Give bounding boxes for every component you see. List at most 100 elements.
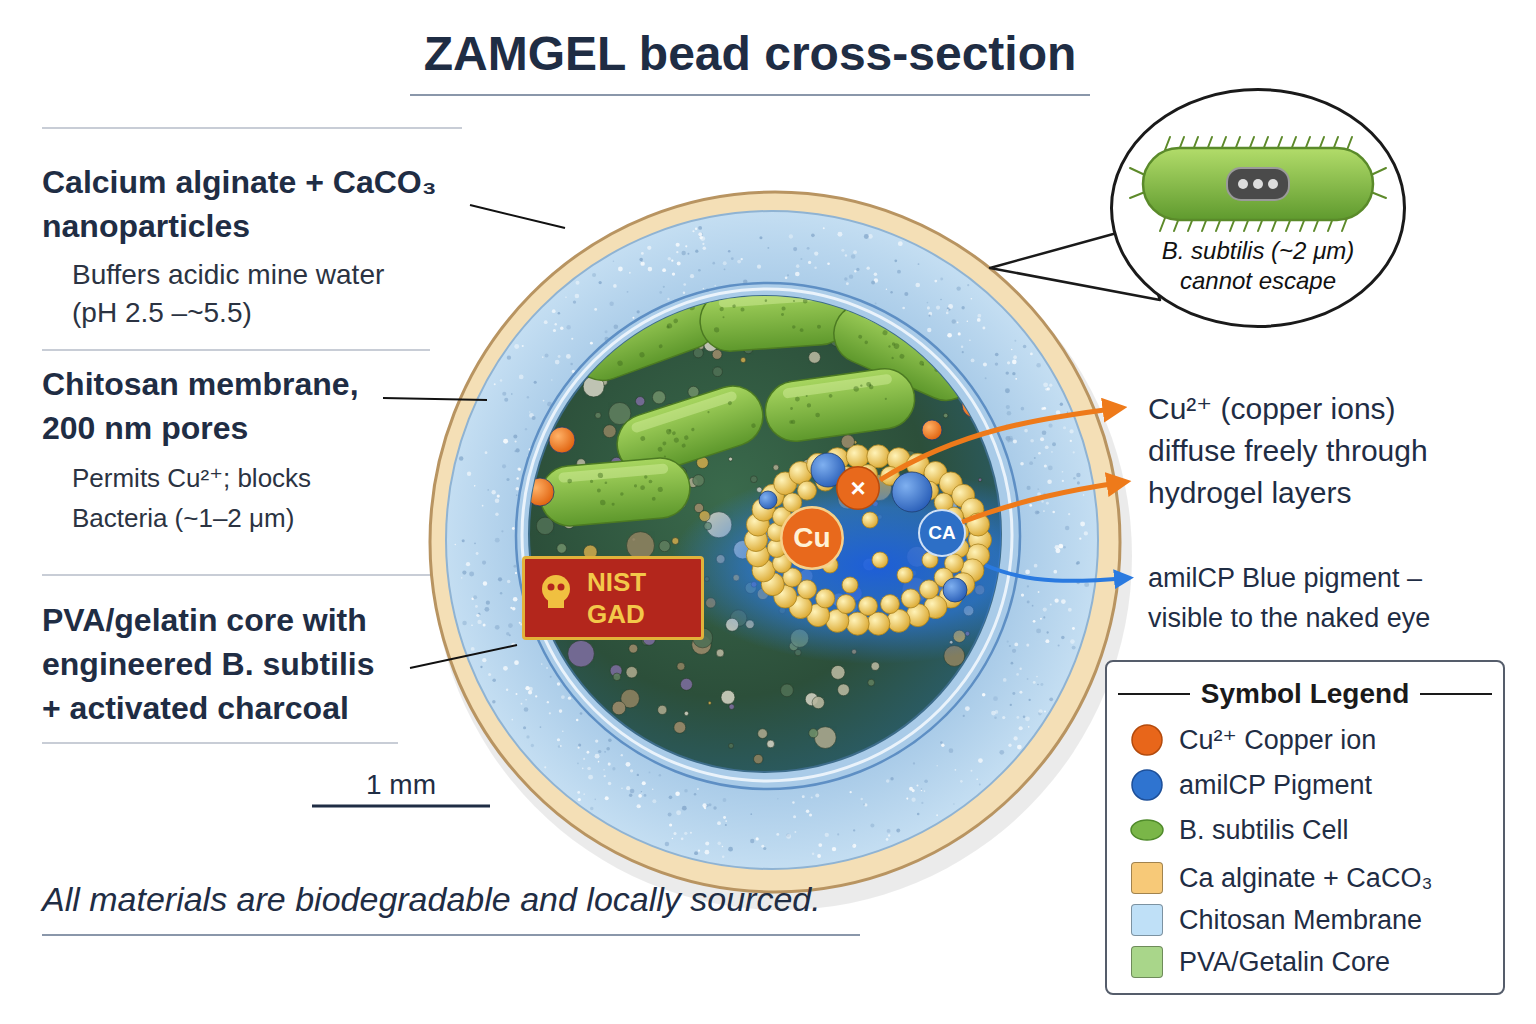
charcoal-particle	[659, 540, 670, 551]
membrane-speckle	[467, 472, 471, 476]
membrane-speckle	[1063, 426, 1066, 429]
membrane-speckle	[1008, 744, 1011, 747]
membrane-speckle	[461, 577, 463, 579]
membrane-speckle	[649, 772, 651, 774]
membrane-speckle	[870, 824, 874, 828]
membrane-speckle	[595, 739, 598, 742]
membrane-speckle	[482, 505, 484, 507]
membrane-speckle	[912, 789, 915, 792]
cell-texture	[634, 484, 637, 487]
membrane-speckle	[582, 768, 584, 770]
charcoal-particle	[943, 413, 948, 418]
membrane-speckle	[1037, 488, 1039, 490]
cell-texture	[722, 316, 724, 318]
cell-highlight	[782, 374, 892, 399]
cell-texture	[652, 497, 656, 501]
membrane-speckle	[1033, 681, 1036, 684]
membrane-speckle	[1076, 473, 1080, 477]
membrane-line	[516, 283, 1020, 789]
cell-texture	[719, 307, 724, 312]
cell-texture	[958, 376, 962, 380]
membrane-speckle	[523, 726, 526, 729]
membrane-speckle	[700, 236, 705, 241]
ion-particle: ×	[836, 466, 880, 510]
membrane-speckle	[849, 274, 853, 278]
membrane-speckle	[1080, 522, 1085, 527]
membrane-speckle	[995, 362, 998, 365]
membrane-speckle	[578, 747, 580, 749]
cell-texture	[899, 353, 905, 359]
membrane-speckle	[681, 251, 685, 255]
cell-texture	[806, 395, 808, 397]
membrane-speckle	[529, 411, 531, 413]
membrane-speckle	[1052, 511, 1055, 514]
membrane-speckle	[522, 345, 524, 347]
membrane-speckle	[1017, 745, 1022, 750]
membrane-speckle	[1042, 430, 1047, 435]
membrane-speckle	[1005, 371, 1008, 374]
membrane-speckle	[613, 260, 614, 261]
bead-particle	[872, 552, 888, 568]
membrane-speckle	[590, 807, 593, 810]
membrane-speckle	[503, 439, 508, 444]
membrane-speckle	[1045, 639, 1049, 643]
cell-texture	[600, 346, 604, 350]
membrane-speckle	[672, 272, 675, 275]
membrane-speckle	[482, 561, 486, 565]
membrane-speckle	[516, 494, 518, 496]
membrane-speckle	[525, 428, 527, 430]
membrane-speckle	[469, 572, 474, 577]
bacterium-cell	[564, 281, 725, 389]
cell-texture	[864, 340, 869, 345]
membrane-speckle	[603, 769, 605, 771]
warning-badge: NISTGAD	[522, 556, 704, 640]
membrane-speckle	[811, 233, 815, 237]
cell-texture	[600, 500, 606, 506]
membrane-speckle	[708, 803, 711, 806]
membrane-speckle	[1029, 461, 1033, 465]
pigment-particle	[526, 478, 554, 506]
membrane-speckle	[1035, 511, 1039, 515]
membrane-speckle	[792, 801, 794, 803]
membrane-speckle	[668, 813, 672, 817]
membrane-speckle	[553, 329, 556, 332]
membrane-speckle	[513, 435, 517, 439]
membrane-speckle	[604, 775, 606, 777]
membrane-speckle	[845, 254, 847, 256]
cell-highlight	[630, 390, 738, 434]
membrane-speckle	[1073, 477, 1076, 480]
callout-text: B. subtilis (~2 μm) cannot escape	[1140, 236, 1376, 296]
membrane-speckle	[473, 595, 477, 599]
membrane-speckle	[971, 358, 975, 362]
speckle-group	[454, 226, 1089, 858]
membrane-speckle	[1024, 429, 1028, 433]
membrane-speckle	[1076, 561, 1079, 564]
membrane-speckle	[1014, 340, 1016, 342]
membrane-speckle	[1050, 603, 1052, 605]
membrane-speckle	[1036, 628, 1041, 633]
cell-texture	[673, 437, 679, 443]
membrane-speckle	[684, 789, 688, 793]
cell-texture	[936, 357, 940, 361]
diffusion-note: Cu²⁺ (copper ions) diffuse freely throug…	[1148, 388, 1478, 514]
membrane-speckle	[1084, 531, 1088, 535]
membrane-speckle	[1046, 502, 1049, 505]
membrane-speckle	[962, 351, 964, 353]
membrane-speckle	[722, 855, 725, 858]
cell-texture	[765, 299, 768, 302]
membrane-speckle	[982, 326, 985, 329]
cell-texture	[640, 485, 645, 490]
cell-texture	[602, 340, 609, 347]
cell-texture	[860, 384, 863, 387]
membrane-speckle	[647, 246, 651, 250]
outline-circle	[837, 467, 880, 510]
membrane-speckle	[521, 703, 523, 705]
membrane-speckle	[811, 797, 813, 799]
membrane-speckle	[955, 769, 957, 771]
membrane-speckle	[590, 342, 593, 345]
cell-texture	[858, 334, 863, 339]
membrane-speckle	[723, 816, 726, 819]
membrane-speckle	[807, 247, 810, 250]
charcoal-particle	[629, 644, 638, 653]
bacteria-group	[538, 281, 986, 528]
